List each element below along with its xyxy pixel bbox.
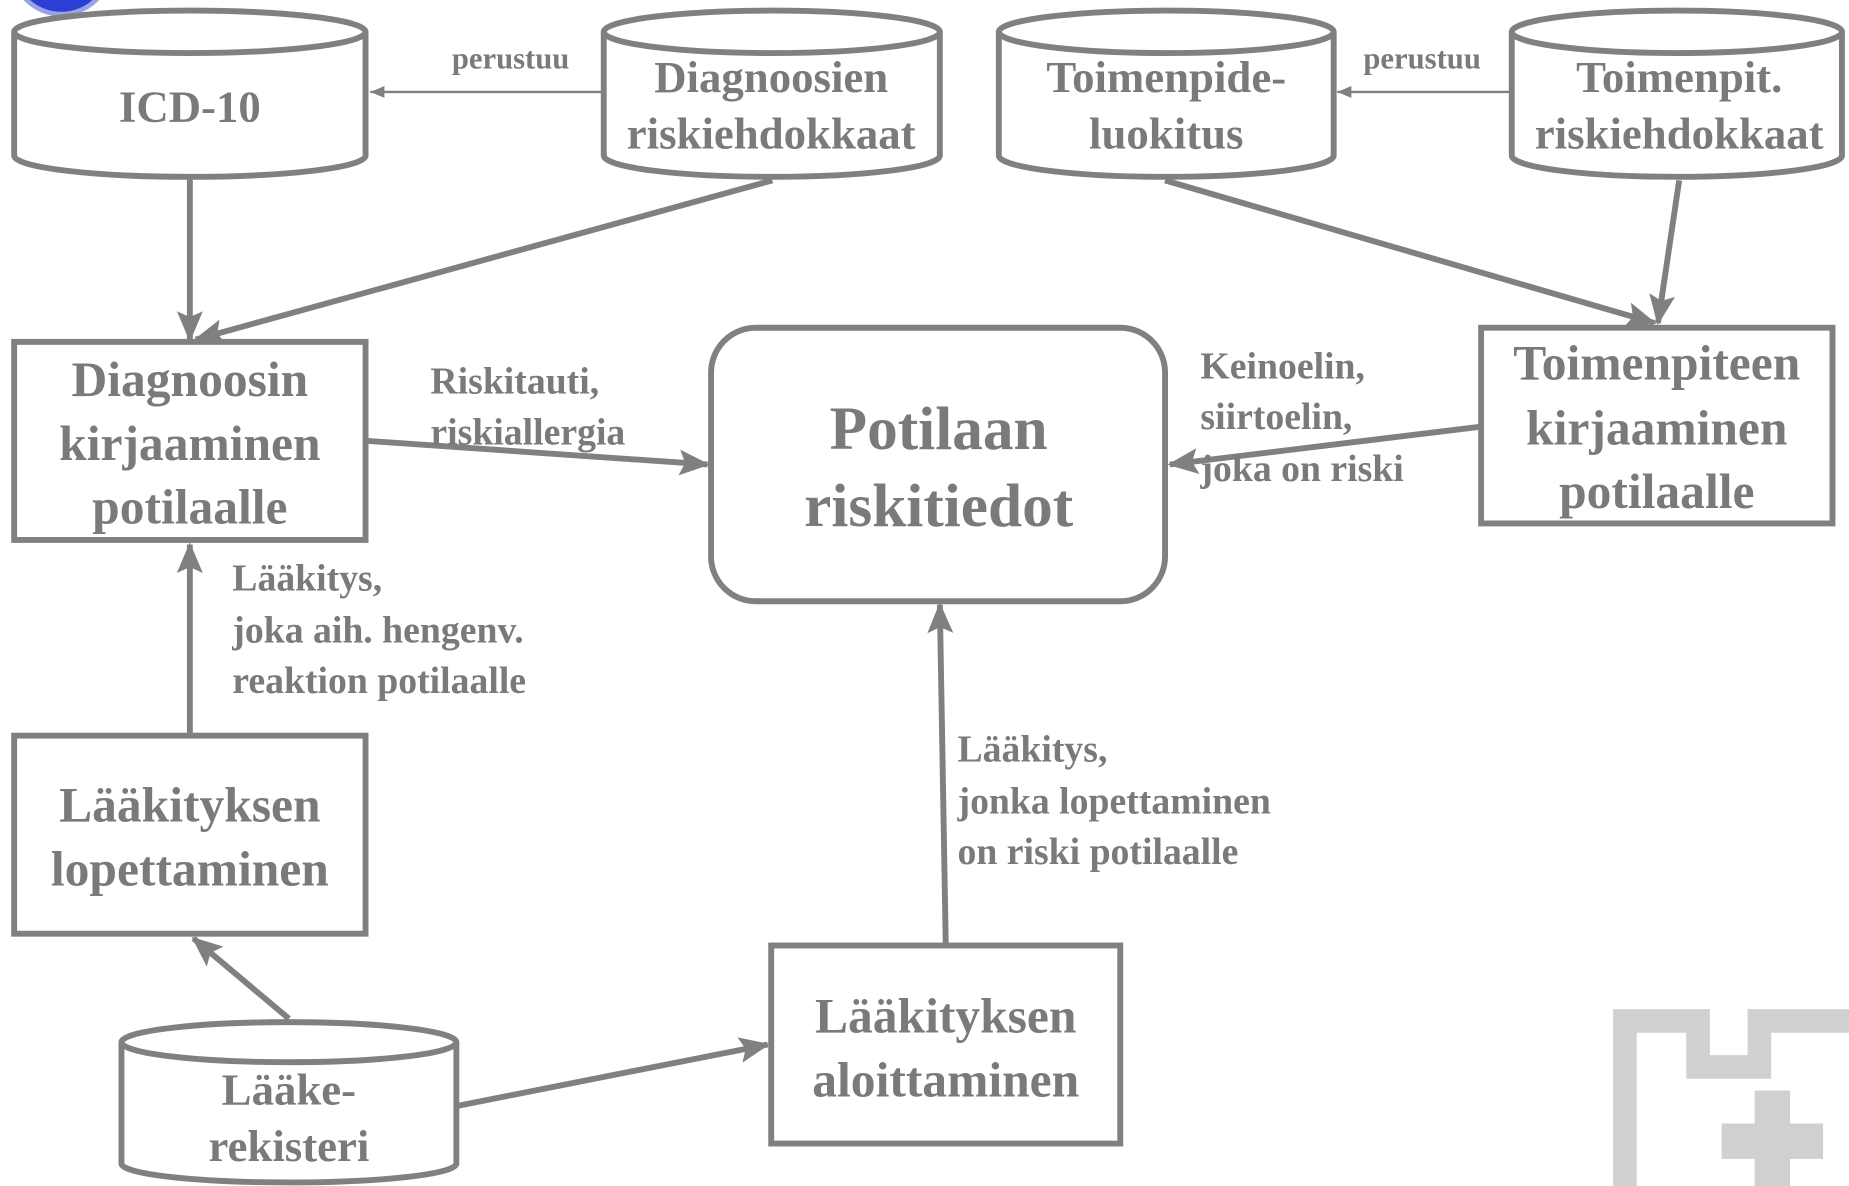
arrow-drug-registry-to-medication-start bbox=[456, 1037, 770, 1109]
procedure-entry-box: Toimenpiteen kirjaaminen potilaalle bbox=[1478, 324, 1836, 527]
procedure-candidates-database: Toimenpit. riskiehdokkaat bbox=[1508, 7, 1845, 180]
edge-label-line: jonka lopettaminen bbox=[957, 780, 1271, 822]
arrow-diagnosis-entry-to-patient-risk bbox=[367, 437, 710, 476]
edge-label-line: reaktion potilaalle bbox=[232, 660, 526, 702]
procedure-entry-label-line1: Toimenpiteen bbox=[1513, 336, 1800, 391]
edge-label-based-on-procedure: perustuu bbox=[1363, 41, 1481, 75]
diagnosis-entry-label-line2: kirjaaminen bbox=[59, 416, 320, 471]
edge-label-line: joka aih. hengenv. bbox=[231, 610, 523, 652]
diagnosis-entry-label-line3: potilaalle bbox=[92, 479, 287, 534]
arrow-procedure-entry-to-patient-risk bbox=[1167, 423, 1481, 474]
procedure-classification-label-line2: luokitus bbox=[1089, 109, 1243, 159]
procedure-classification-database: Toimenpide- luokitus bbox=[995, 7, 1337, 180]
edge-label-line: on riski potilaalle bbox=[958, 831, 1239, 873]
procedure-candidates-label-line1: Toimenpit. bbox=[1576, 52, 1782, 102]
edge-label-line: Lääkitys, bbox=[232, 558, 382, 600]
procedure-entry-label-line2: kirjaaminen bbox=[1526, 400, 1787, 455]
diagnosis-candidates-label-line2: riskiehdokkaat bbox=[627, 109, 916, 159]
procedure-entry-label-line3: potilaalle bbox=[1559, 464, 1754, 519]
procedure-candidates-label-line2: riskiehdokkaat bbox=[1535, 109, 1824, 159]
medication-start-label-line1: Lääkityksen bbox=[815, 989, 1076, 1044]
diagnosis-entry-box: Diagnoosin kirjaaminen potilaalle bbox=[11, 338, 369, 543]
edge-label-line: Riskitauti, bbox=[430, 361, 599, 403]
arrow-drug-registry-to-medication-stop bbox=[191, 936, 291, 1021]
medication-stop-label-line1: Lääkityksen bbox=[59, 778, 320, 833]
organization-logo bbox=[1613, 1009, 1849, 1186]
patient-risk-data-label-line2: riskitiedot bbox=[804, 472, 1074, 540]
drug-registry-label-line2: rekisteri bbox=[208, 1121, 369, 1171]
icd10-database: ICD-10 bbox=[11, 7, 369, 180]
procedure-classification-label-line1: Toimenpide- bbox=[1046, 52, 1286, 102]
edge-label-medication-reaction: Lääkitys, joka aih. hengenv. reaktion po… bbox=[231, 558, 526, 703]
patient-risk-data-label-line1: Potilaan bbox=[830, 395, 1048, 463]
drug-registry-database: Lääke- rekisteri bbox=[118, 1019, 460, 1186]
diagnosis-candidates-label-line1: Diagnoosien bbox=[654, 52, 888, 102]
arrow-diagnosis-candidates-to-diagnosis-entry bbox=[193, 177, 774, 345]
edge-label-procedure-risk: Keinoelin, siirtoelin, joka on riski bbox=[1199, 345, 1403, 490]
medication-stop-box: Lääkityksen lopettaminen bbox=[11, 732, 369, 937]
icd10-label: ICD-10 bbox=[119, 81, 261, 131]
edge-label-line: riskiallergia bbox=[430, 411, 625, 453]
drug-registry-label-line1: Lääke- bbox=[222, 1065, 356, 1115]
diagnosis-entry-label-line1: Diagnoosin bbox=[72, 352, 309, 407]
edge-label-line: Keinoelin, bbox=[1200, 345, 1365, 387]
edge-label-line: joka on riski bbox=[1199, 448, 1403, 490]
arrow-medication-start-to-patient-risk bbox=[927, 602, 954, 944]
edge-label-diagnosis-risk: Riskitauti, riskiallergia bbox=[430, 361, 625, 454]
patient-risk-data-box: Potilaan riskitiedot bbox=[708, 324, 1169, 605]
arrow-procedure-classification-to-procedure-entry bbox=[1164, 177, 1657, 328]
diagnosis-candidates-database: Diagnoosien riskiehdokkaat bbox=[600, 7, 943, 180]
medication-stop-label-line2: lopettaminen bbox=[51, 841, 329, 896]
edge-label-based-on-diagnosis: perustuu bbox=[452, 41, 570, 75]
edge-label-medication-stop-risk: Lääkitys, jonka lopettaminen on riski po… bbox=[957, 729, 1271, 874]
edge-label-line: siirtoelin, bbox=[1200, 396, 1352, 438]
medication-start-label-line2: aloittaminen bbox=[812, 1052, 1079, 1107]
medication-start-box: Lääkityksen aloittaminen bbox=[768, 942, 1124, 1147]
arrow-procedure-candidates-to-procedure-entry bbox=[1649, 179, 1683, 326]
badge-icon bbox=[23, 0, 100, 17]
edge-label-line: Lääkitys, bbox=[958, 729, 1108, 771]
